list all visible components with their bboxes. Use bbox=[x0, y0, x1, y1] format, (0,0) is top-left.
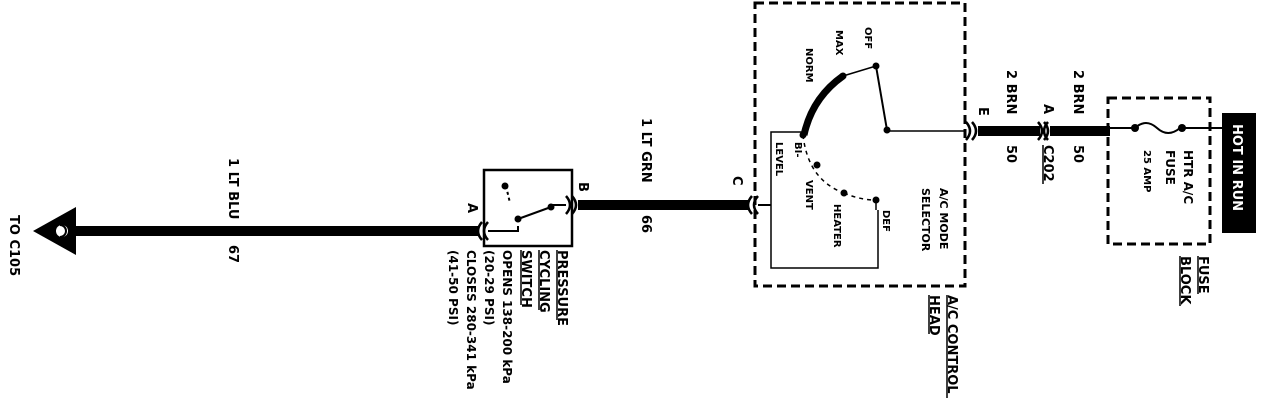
selector-label-2: SELECTOR bbox=[919, 188, 932, 252]
control-head-box bbox=[753, 1, 967, 288]
pos-def: DEF bbox=[880, 210, 891, 232]
control-head-pin-e bbox=[965, 121, 978, 141]
pin-c-label: C bbox=[729, 176, 744, 186]
wire-middle-circuit: 66 bbox=[638, 215, 653, 233]
selector-inner-box bbox=[770, 131, 879, 269]
fuse-name-2: FUSE bbox=[1163, 150, 1177, 185]
selector-arc bbox=[800, 73, 846, 136]
switch-spec-2: (20-29 PSI) bbox=[482, 250, 496, 325]
wire-right-inner-circuit: 50 bbox=[1003, 145, 1018, 163]
wire-middle-color: 1 LT GRN bbox=[638, 118, 653, 183]
wire-right-inner-color: 2 BRN bbox=[1003, 70, 1018, 114]
pos-max: MAX bbox=[833, 30, 844, 56]
c202-connector bbox=[1037, 121, 1050, 141]
selector-contacts bbox=[799, 62, 891, 210]
fuse-block-underlines bbox=[1179, 256, 1199, 306]
switch-title-underlines bbox=[520, 250, 558, 320]
wire-right-outer-color: 2 BRN bbox=[1070, 70, 1085, 114]
pos-vent: VENT bbox=[803, 180, 814, 210]
wire-left-circuit: 67 bbox=[225, 245, 240, 263]
pos-heater: HEATER bbox=[831, 204, 842, 248]
control-head-underlines bbox=[928, 295, 948, 398]
fuse-name-1: HTR A/C bbox=[1181, 150, 1195, 204]
pos-bi: BI- bbox=[792, 142, 803, 158]
fuse-rating: 25 AMP bbox=[1141, 150, 1152, 192]
pos-off: OFF bbox=[862, 27, 873, 49]
hot-in-run-label: HOT IN RUN bbox=[1229, 124, 1244, 211]
pin-e-label: E bbox=[975, 107, 990, 116]
c105-label: TO C105 bbox=[6, 215, 21, 276]
control-head-pin-c bbox=[746, 195, 759, 215]
hot-in-run-badge bbox=[1222, 113, 1256, 233]
switch-spec-1: OPENS 138-200 kPa bbox=[500, 250, 514, 384]
fuse-symbol bbox=[1110, 122, 1222, 134]
switch-pin-a: A bbox=[464, 203, 479, 213]
pos-norm: NORM bbox=[803, 48, 814, 83]
switch-spec-3: CLOSES 280-341 kPa bbox=[464, 250, 478, 390]
c202-pin: A bbox=[1040, 104, 1055, 114]
wire-right-outer-circuit: 50 bbox=[1070, 145, 1085, 163]
switch-pin-b: B bbox=[575, 182, 590, 192]
selector-label-1: A/C MODE bbox=[937, 188, 950, 249]
wire-left-color: 1 LT BLU bbox=[225, 158, 240, 219]
switch-spec-4: (41-50 PSI) bbox=[446, 250, 460, 325]
pressure-switch-box bbox=[476, 168, 578, 248]
fuse-block-box bbox=[1106, 96, 1212, 246]
c105-connector bbox=[33, 207, 76, 255]
pos-level: LEVEL bbox=[773, 142, 784, 177]
